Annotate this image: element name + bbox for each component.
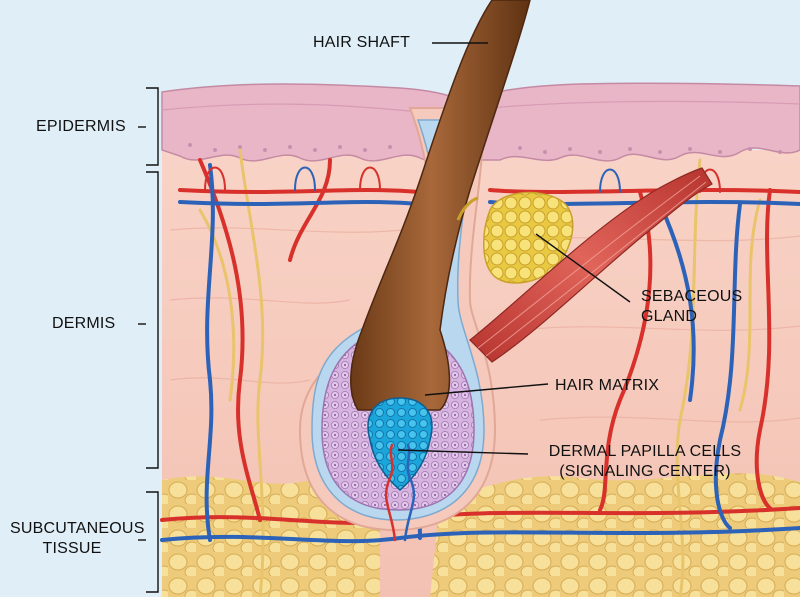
subcutaneous-tissue-label: SUBCUTANEOUS TISSUE: [10, 519, 145, 559]
papilla-label-line-1: DERMAL PAPILLA CELLS: [548, 443, 742, 460]
sebaceous-gland-label: SEBACEOUS GLAND: [641, 287, 742, 327]
hair-shaft: [350, 0, 531, 411]
hair-matrix-label: HAIR MATRIX: [555, 377, 660, 394]
arrector-pili-muscle: [469, 167, 713, 363]
subcutaneous-label-line-2: TISSUE: [42, 540, 102, 557]
sebaceous-label-line-1: SEBACEOUS: [641, 288, 743, 305]
epidermis-label: EPIDERMIS: [36, 118, 126, 135]
dermal-papilla-label: DERMAL PAPILLA CELLS (SIGNALING CENTER): [538, 442, 752, 482]
hair-shaft-label: HAIR SHAFT: [313, 34, 411, 51]
subcutaneous-label-line-1: SUBCUTANEOUS: [10, 520, 145, 537]
papilla-label-line-2: (SIGNALING CENTER): [559, 463, 731, 480]
sebaceous-label-line-2: GLAND: [641, 308, 698, 325]
dermis-label: DERMIS: [52, 315, 116, 332]
